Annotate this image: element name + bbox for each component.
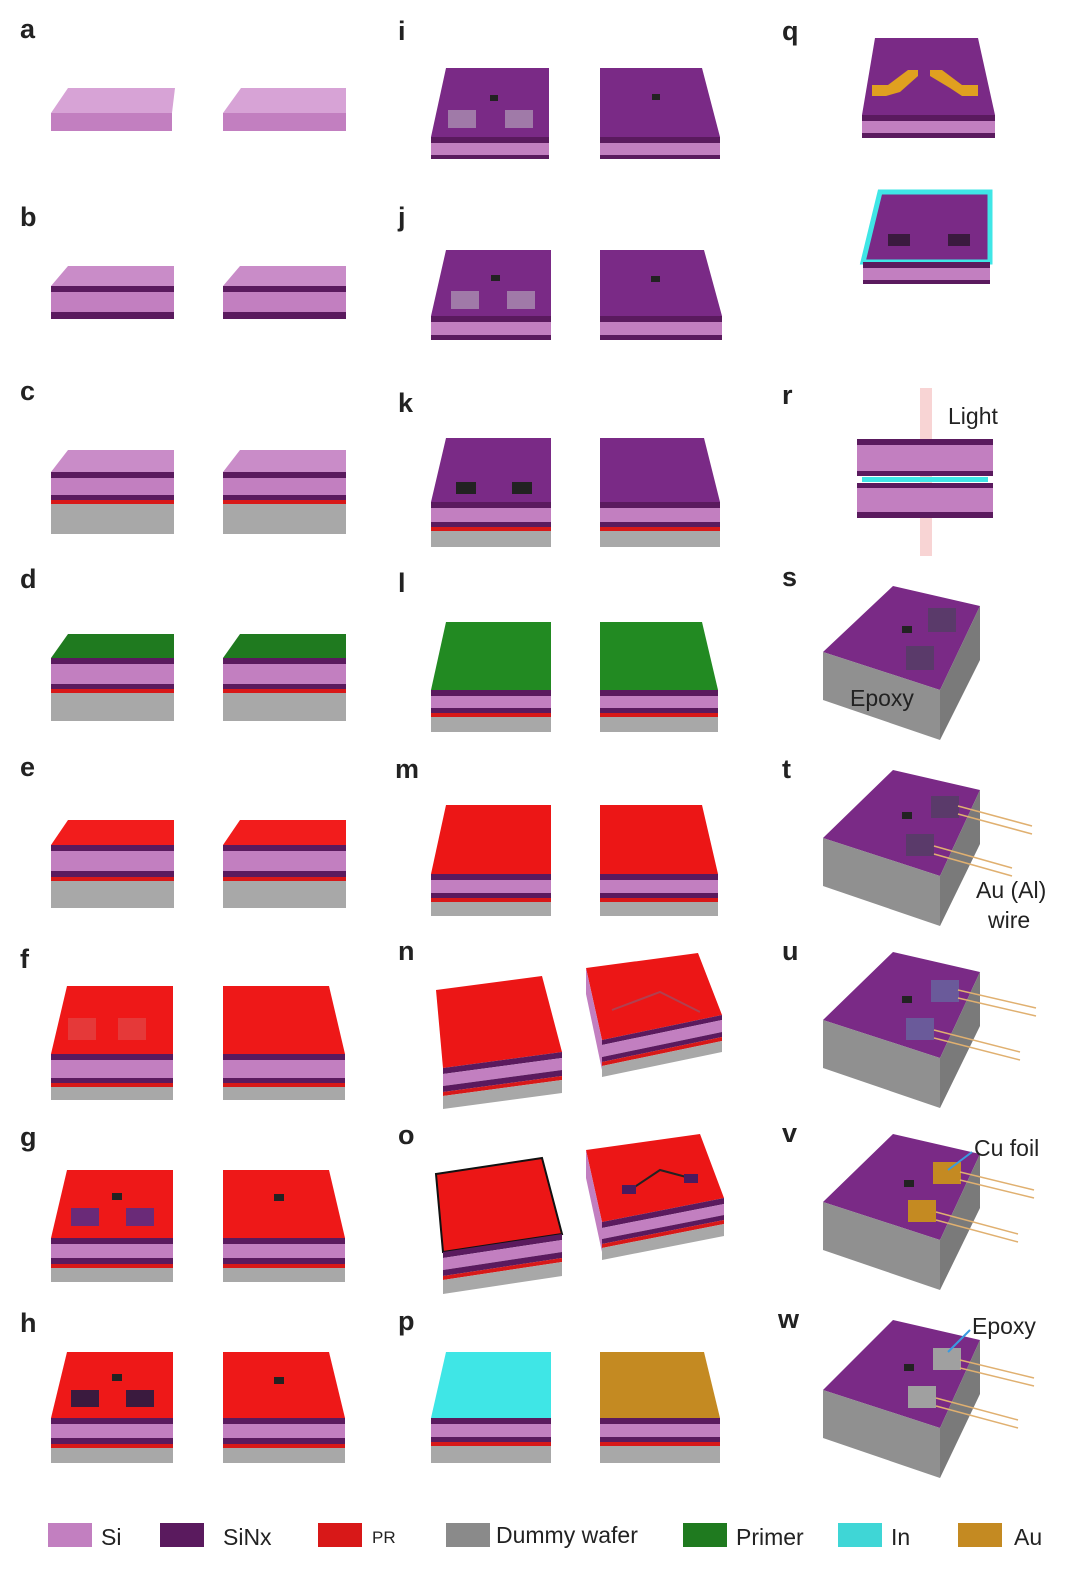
panel-f: f [20, 944, 345, 1100]
legend-item-si: Si [48, 1523, 121, 1550]
panel-label-d: d [20, 564, 37, 594]
panel-c: c [20, 376, 346, 534]
panel-t: t Au (Al) wire [782, 754, 1046, 933]
panel-d: d [20, 564, 346, 721]
panel-label-f: f [20, 944, 30, 974]
epoxy-block-label: Epoxy [850, 685, 914, 711]
panel-p: p [398, 1306, 720, 1463]
panel-label-g: g [20, 1122, 37, 1152]
panel-g: g [20, 1122, 345, 1282]
legend-swatch-sinx [160, 1523, 204, 1547]
legend-item-in: In [838, 1523, 910, 1550]
panel-j: j [397, 202, 722, 340]
panel-i: i [398, 16, 720, 159]
legend-label-primer: Primer [736, 1524, 804, 1550]
panel-a: a [20, 14, 346, 131]
legend-label-in: In [891, 1524, 910, 1550]
light-label: Light [948, 403, 998, 429]
panel-label-t: t [782, 754, 791, 784]
panel-label-n: n [398, 936, 415, 966]
panel-label-e: e [20, 752, 35, 782]
panel-k: k [398, 388, 720, 547]
legend-item-primer: Primer [683, 1523, 804, 1550]
wire-label-line2: wire [987, 907, 1030, 933]
legend-item-dummy-wafer: Dummy wafer [446, 1522, 638, 1548]
panel-label-o: o [398, 1120, 415, 1150]
legend-swatch-si [48, 1523, 92, 1547]
panel-label-i: i [398, 16, 406, 46]
legend-swatch-dummy-wafer [446, 1523, 490, 1547]
legend-label-au: Au [1014, 1524, 1042, 1550]
panel-r: r Light [782, 380, 998, 556]
legend: Si SiNx PR Dummy wafer Primer In Au [48, 1522, 1042, 1550]
cu-foil-label: Cu foil [974, 1135, 1039, 1161]
panel-b: b [20, 202, 346, 319]
panel-label-m: m [395, 754, 419, 784]
panel-label-j: j [397, 202, 406, 232]
legend-swatch-in [838, 1523, 882, 1547]
panel-label-w: w [777, 1304, 800, 1334]
panel-u: u [782, 936, 1036, 1108]
panel-label-u: u [782, 936, 799, 966]
legend-item-sinx: SiNx [160, 1523, 272, 1550]
legend-item-pr: PR [318, 1523, 396, 1547]
panel-label-r: r [782, 380, 793, 410]
panel-q: q [782, 16, 995, 284]
panel-label-h: h [20, 1308, 37, 1338]
legend-swatch-pr [318, 1523, 362, 1547]
panel-label-l: l [398, 568, 406, 598]
legend-label-si: Si [101, 1524, 121, 1550]
panel-l: l [398, 568, 718, 732]
panel-label-k: k [398, 388, 414, 418]
panel-label-a: a [20, 14, 36, 44]
panel-e: e [20, 752, 346, 908]
panel-s: s Epoxy [782, 562, 980, 740]
panel-label-b: b [20, 202, 37, 232]
panel-n: n [398, 936, 722, 1109]
legend-swatch-au [958, 1523, 1002, 1547]
panel-h: h [20, 1308, 345, 1463]
legend-label-pr: PR [372, 1528, 396, 1547]
panel-label-v: v [782, 1118, 797, 1148]
epoxy-pad-label: Epoxy [972, 1313, 1036, 1339]
panel-m: m [395, 754, 718, 916]
panel-label-s: s [782, 562, 797, 592]
panel-label-c: c [20, 376, 35, 406]
legend-label-dummy-wafer: Dummy wafer [496, 1522, 638, 1548]
panel-w: w Epoxy [777, 1304, 1036, 1478]
panel-o: o [398, 1120, 724, 1294]
panel-label-q: q [782, 16, 799, 46]
panel-label-p: p [398, 1306, 415, 1336]
legend-item-au: Au [958, 1523, 1042, 1550]
legend-swatch-primer [683, 1523, 727, 1547]
legend-label-sinx: SiNx [223, 1524, 272, 1550]
wire-label-line1: Au (Al) [976, 877, 1046, 903]
panel-v: v Cu foil [782, 1118, 1039, 1290]
